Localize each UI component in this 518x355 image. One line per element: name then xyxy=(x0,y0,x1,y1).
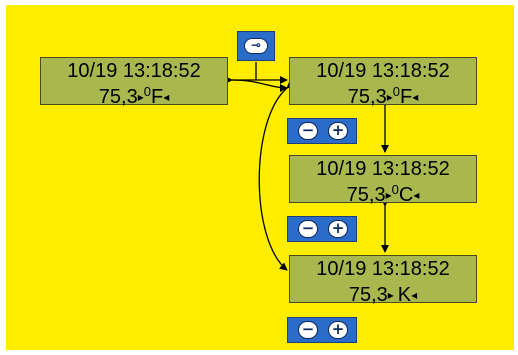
lcd-left-reading: 75,3▸0F◂ xyxy=(41,82,227,107)
lcd-right-mid-unit: C xyxy=(398,184,414,206)
lcd-right-top-unit: F xyxy=(399,86,413,108)
lcd-right-top: 10/19 13:18:52 75,3▸0F◂ xyxy=(289,57,477,107)
minus-icon[interactable]: − xyxy=(298,122,318,140)
lcd-right-mid: 10/19 13:18:52 75,3▸0C◂ xyxy=(289,155,477,205)
minus-plus-pair-2: − + xyxy=(287,216,357,242)
lcd-right-bot-datetime: 10/19 13:18:52 xyxy=(316,258,450,280)
lcd-left: 10/19 13:18:52 75,3▸0F◂ xyxy=(40,57,228,107)
minus-plus-pair-3: − + xyxy=(287,317,357,343)
lcd-right-mid-value: 75,3 xyxy=(346,184,386,206)
plus-icon[interactable]: + xyxy=(328,220,348,238)
arrow-right-glyph: ▸ xyxy=(385,188,392,202)
lcd-right-mid-unit-prefix: 0 xyxy=(391,182,399,197)
minus-icon[interactable]: − xyxy=(298,321,318,339)
lcd-right-bot-unit: K xyxy=(397,284,412,306)
lcd-left-datetime: 10/19 13:18:52 xyxy=(67,60,201,82)
arrow-left-glyph: ◂ xyxy=(412,90,419,104)
curve-top-to-bottom xyxy=(258,80,295,271)
lcd-right-mid-datetime: 10/19 13:18:52 xyxy=(316,158,450,180)
lcd-right-mid-reading: 75,3▸0C◂ xyxy=(290,180,476,205)
lcd-right-bot-reading: 75,3▸K◂ xyxy=(290,280,476,305)
lcd-left-value: 75,3 xyxy=(98,86,138,108)
lcd-right-top-reading: 75,3▸0F◂ xyxy=(290,82,476,107)
lcd-right-bot-value: 75,3 xyxy=(348,284,388,306)
arrow-left-glyph: ◂ xyxy=(413,188,420,202)
arrow-left-glyph: ◂ xyxy=(163,90,170,104)
lcd-left-unit-prefix: 0 xyxy=(143,84,151,99)
lcd-right-top-datetime: 10/19 13:18:52 xyxy=(316,60,450,82)
enter-button[interactable]: ⊸ xyxy=(237,31,275,61)
lcd-left-unit: F xyxy=(150,86,164,108)
curve-link-left-to-top xyxy=(231,79,288,92)
lcd-right-top-value: 75,3 xyxy=(347,86,387,108)
arrow-right-glyph: ▸ xyxy=(386,90,393,104)
minus-icon[interactable]: − xyxy=(298,220,318,238)
plus-icon[interactable]: + xyxy=(328,321,348,339)
lcd-right-top-unit-prefix: 0 xyxy=(392,84,400,99)
plus-icon[interactable]: + xyxy=(328,122,348,140)
arrow-right-glyph: ▸ xyxy=(137,90,144,104)
enter-icon: ⊸ xyxy=(244,38,268,54)
arrow-right-glyph: ▸ xyxy=(387,288,394,302)
lcd-right-bot: 10/19 13:18:52 75,3▸K◂ xyxy=(289,255,477,305)
minus-plus-pair-1: − + xyxy=(287,118,357,144)
arrow-left-glyph: ◂ xyxy=(411,288,418,302)
